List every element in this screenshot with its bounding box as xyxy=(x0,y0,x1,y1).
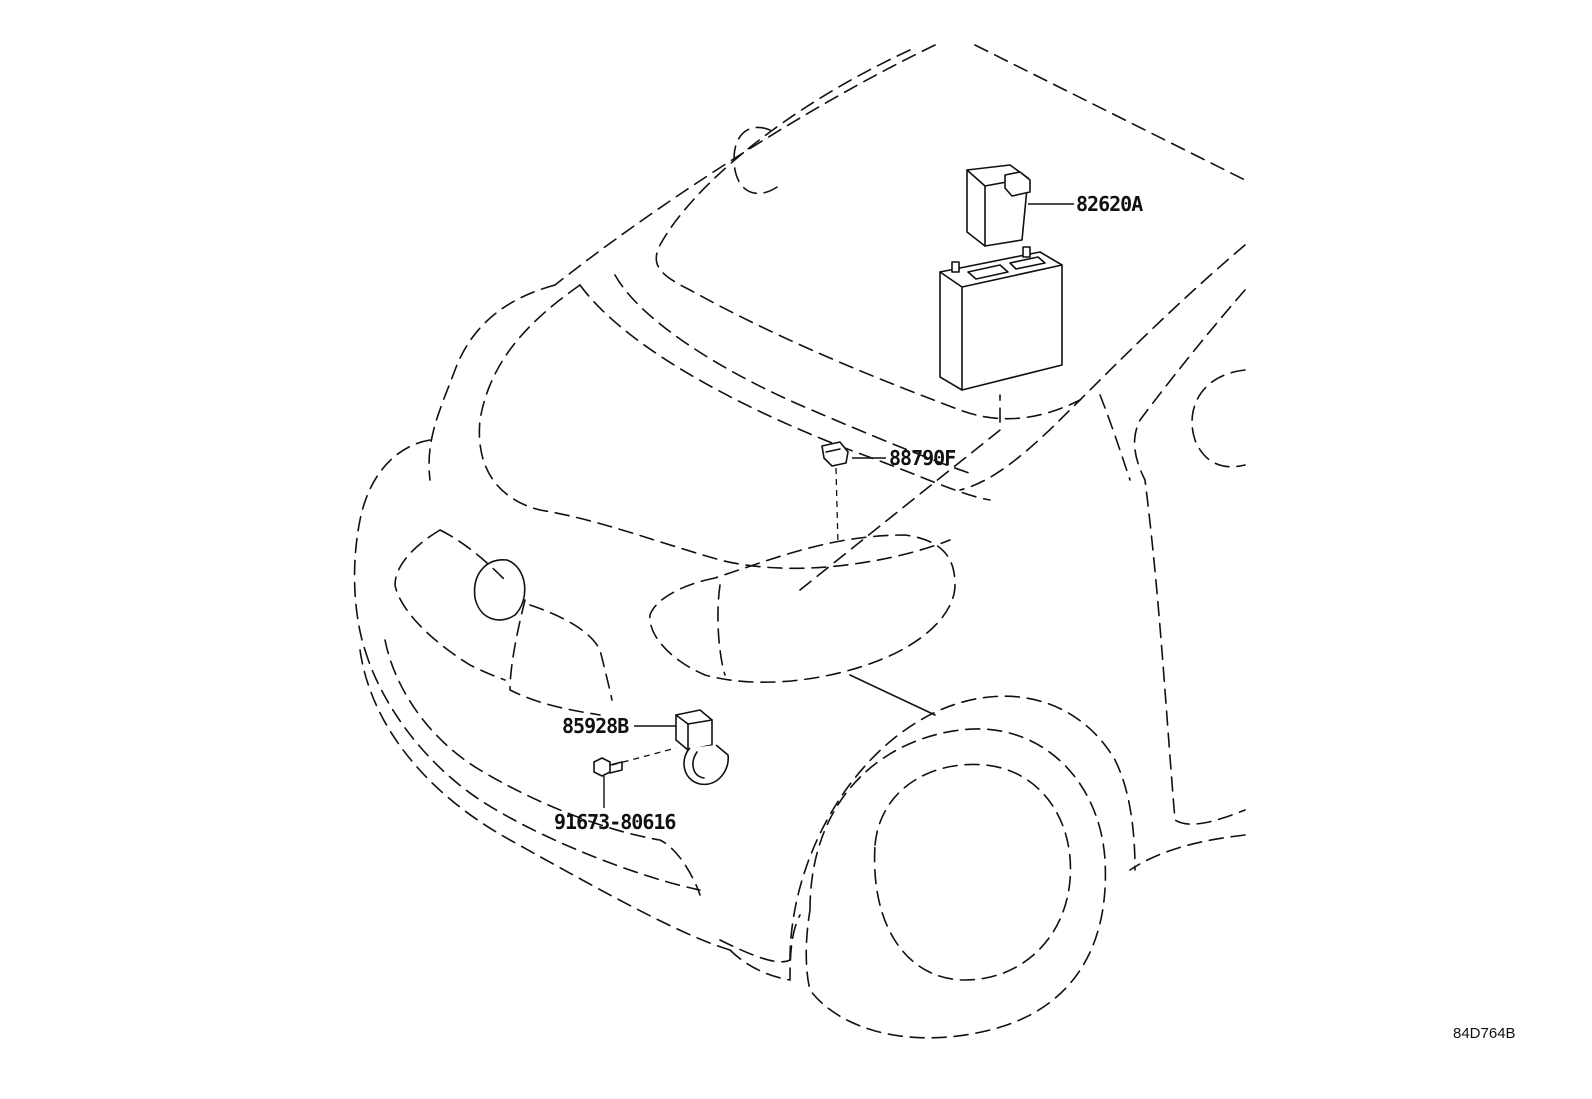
part-label-91673-80616[interactable]: 91673-80616 xyxy=(554,810,676,834)
part-88790F-drawing xyxy=(821,441,886,546)
battery-drawing xyxy=(939,246,1063,391)
part-label-88790F[interactable]: 88790F xyxy=(889,446,956,470)
part-label-85928B[interactable]: 85928B xyxy=(562,714,629,738)
vehicle-outline xyxy=(353,44,1246,1039)
part-91673-80616-drawing xyxy=(593,757,623,808)
part-label-82620A[interactable]: 82620A xyxy=(1076,192,1143,216)
illustration-code: 84D764B xyxy=(1453,1025,1516,1042)
part-85928B-drawing xyxy=(611,709,729,786)
part-82620A-drawing xyxy=(966,164,1074,247)
